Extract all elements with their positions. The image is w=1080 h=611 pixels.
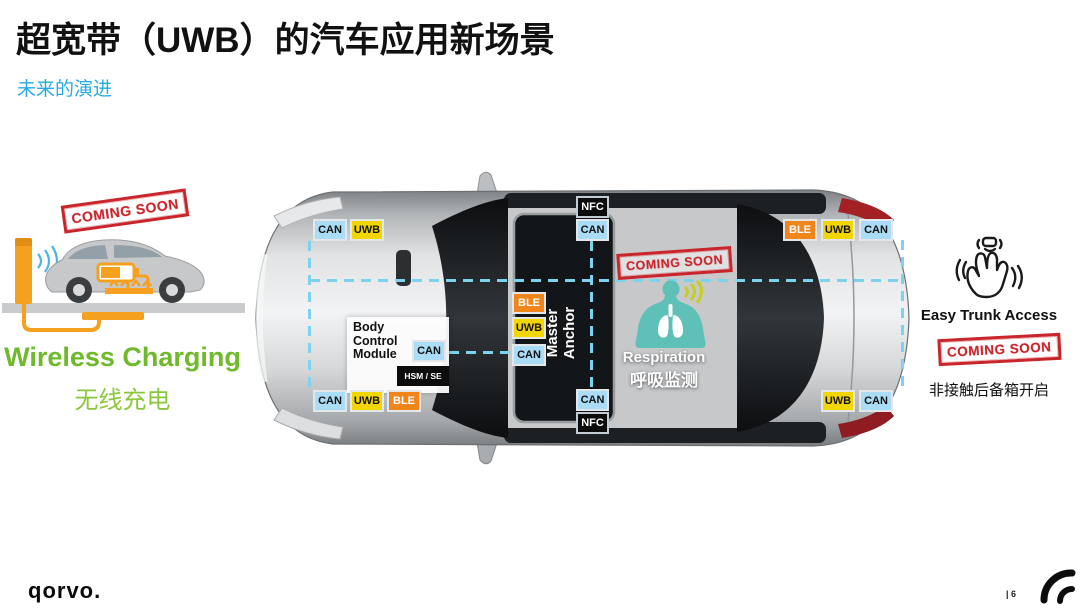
master-anchor-label: Master Anchor: [544, 306, 579, 360]
chip-can: CAN: [512, 344, 546, 366]
qorvo-arcs-icon: [1040, 569, 1076, 604]
chip-can: CAN: [313, 219, 347, 241]
chip-ble: BLE: [387, 390, 421, 412]
body-control-module-label: Body Control Module: [353, 320, 398, 361]
chip-ble: BLE: [783, 219, 817, 241]
chip-can: CAN: [859, 219, 893, 241]
chip-can: CAN: [313, 390, 347, 412]
chip-uwb: UWB: [350, 390, 384, 412]
uwb-range-line-center: [590, 241, 593, 390]
easy-trunk-access-title: Easy Trunk Access: [920, 307, 1058, 324]
coming-soon-stamp-trunk: COMING SOON: [937, 332, 1062, 367]
wireless-charging-title: Wireless Charging: [4, 342, 241, 372]
chip-uwb: UWB: [350, 219, 384, 241]
chip-can: CAN: [412, 340, 446, 362]
respiration-label-zh: 呼吸监测: [630, 371, 698, 390]
page-subtitle: 未来的演进: [17, 79, 113, 100]
hand-wave-icon: [955, 236, 1023, 299]
uwb-range-line-left: [308, 241, 311, 391]
uwb-range-line-horizontal: [310, 279, 904, 282]
page-title: 超宽带（UWB）的汽车应用新场景: [16, 21, 555, 60]
chip-can: CAN: [576, 219, 609, 241]
respiration-icon: [635, 279, 706, 348]
uwb-range-line-right: [901, 240, 904, 392]
chip-ble: BLE: [512, 292, 546, 314]
chip-uwb: UWB: [512, 317, 546, 339]
easy-trunk-access-subtitle: 非接触后备箱开启: [928, 382, 1049, 399]
page-number: | 6: [1006, 589, 1017, 599]
wireless-charging-subtitle: 无线充电: [74, 387, 171, 414]
chip-uwb: UWB: [821, 390, 855, 412]
chip-can: CAN: [859, 390, 893, 412]
chip-uwb: UWB: [821, 219, 855, 241]
respiration-label-en: Respiration: [622, 349, 706, 366]
hsm-se-box: HSM / SE: [397, 366, 449, 386]
qorvo-logo: qorvo.: [28, 578, 102, 603]
ev-charging-illustration-icon: [2, 238, 245, 332]
uwb-range-line-bcm: [449, 351, 512, 354]
chip-nfc: NFC: [576, 196, 609, 218]
chip-nfc: NFC: [576, 412, 609, 434]
chip-can: CAN: [576, 389, 609, 411]
